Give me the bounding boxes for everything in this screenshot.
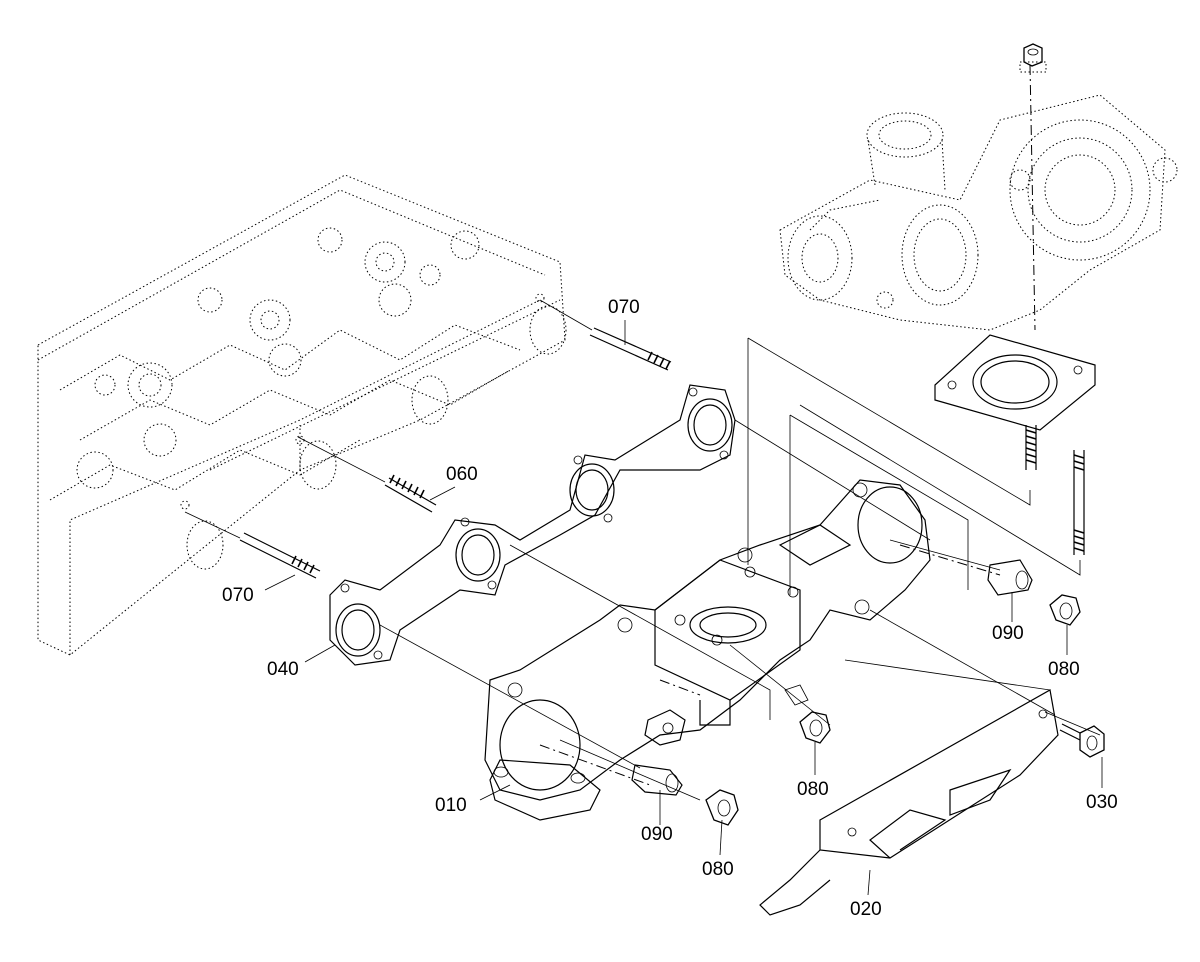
spacers-and-nuts [631, 559, 1081, 826]
callout-060: 060 [446, 464, 478, 485]
callout-010: 010 [435, 795, 467, 816]
cylinder-head [37, 174, 567, 656]
turbo-gasket [934, 334, 1096, 431]
callout-070-top: 070 [608, 297, 640, 318]
bolt-030 [1059, 723, 1105, 758]
callout-070-left: 070 [222, 585, 254, 606]
exhaust-gasket [329, 384, 736, 666]
callout-080-lower: 080 [702, 859, 734, 880]
callout-080-upper: 080 [1048, 659, 1080, 680]
callout-090-upper: 090 [992, 623, 1024, 644]
callout-090-lower: 090 [641, 824, 673, 845]
callout-040: 040 [267, 659, 299, 680]
callout-020: 020 [850, 899, 882, 920]
studs [184, 299, 672, 579]
callout-030: 030 [1086, 792, 1118, 813]
leader-lines [264, 320, 1103, 896]
turbocharger [779, 43, 1178, 331]
callout-080-middle: 080 [797, 779, 829, 800]
projection-lines [379, 337, 1101, 801]
exhaust-manifold [484, 479, 931, 821]
turbo-studs [1025, 425, 1085, 555]
